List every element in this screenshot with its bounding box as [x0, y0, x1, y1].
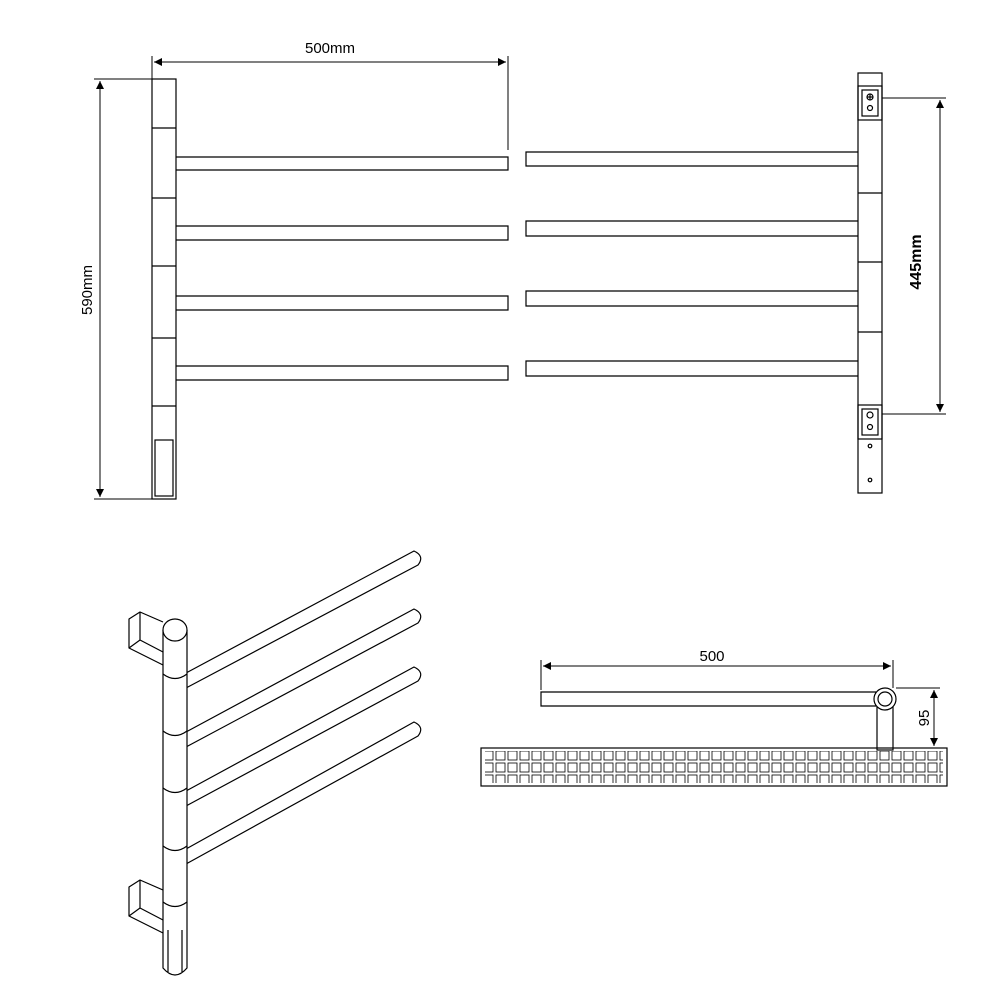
- perspective-view: [128, 550, 422, 976]
- front-view-left: [151, 78, 509, 500]
- wall-surface: [480, 747, 948, 787]
- dimension-bracket-spacing: [882, 97, 946, 415]
- top-bracket: [857, 85, 883, 121]
- height-dimension-label: 590mm: [79, 265, 96, 315]
- right-post: [857, 72, 883, 494]
- front-view-right: [525, 72, 883, 494]
- width-dimension-label: 500mm: [305, 40, 355, 57]
- side-arm: [540, 687, 897, 751]
- dimension-height: [94, 78, 152, 500]
- side-length-label: 500: [699, 648, 724, 665]
- bracket-spacing-label: 445mm: [908, 234, 925, 289]
- perspective-post: [162, 618, 188, 976]
- right-arms: [525, 151, 858, 377]
- perspective-brackets: [128, 611, 164, 934]
- dimension-side-depth: [896, 687, 940, 746]
- side-depth-label: 95: [916, 710, 933, 727]
- dimension-side-length: [540, 660, 894, 690]
- perspective-arms: [185, 550, 422, 865]
- left-post: [151, 78, 177, 500]
- side-view: [480, 687, 948, 787]
- bottom-bracket: [857, 404, 883, 483]
- dimension-width: [151, 56, 509, 150]
- left-arms: [176, 156, 509, 381]
- wall-tile-pattern: [485, 751, 943, 783]
